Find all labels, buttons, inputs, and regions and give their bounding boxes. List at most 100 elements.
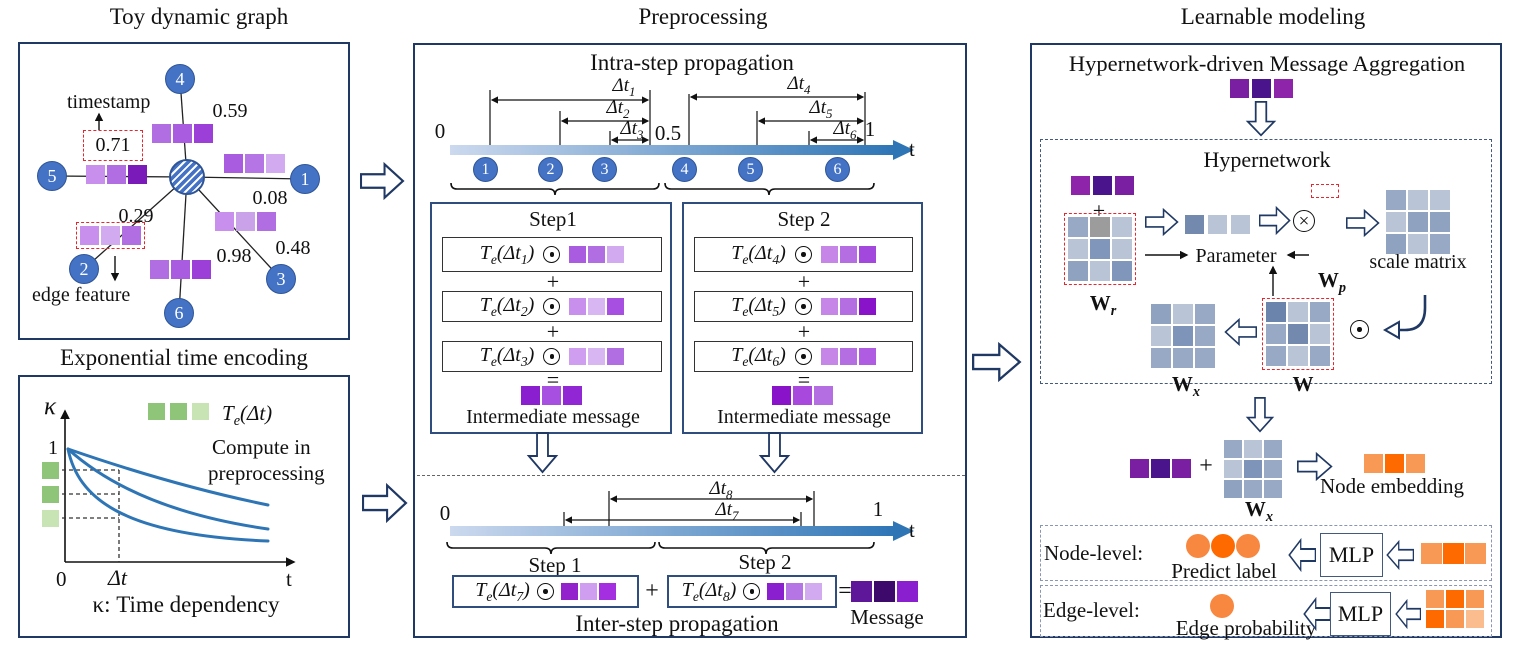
embed-plus: + <box>1199 453 1213 479</box>
edge-label-4: 0.59 <box>212 100 248 122</box>
edge-label-1: 0.08 <box>252 187 288 209</box>
node-embedding-label: Node embedding <box>1319 474 1465 498</box>
hyper-header: Hypernetwork-driven Message Aggregation <box>1068 51 1466 76</box>
color-square <box>80 226 99 245</box>
arrow-wr-right <box>1145 207 1179 237</box>
color-square <box>1385 454 1404 473</box>
matrix-cell <box>1446 590 1464 608</box>
matrix-cell <box>1195 304 1215 324</box>
embed-wx-label: Wx <box>1244 497 1274 526</box>
odot-icon <box>543 348 561 365</box>
encoding-title: Exponential time encoding <box>60 345 308 370</box>
odot-icon <box>543 246 561 263</box>
edge-strip-2 <box>76 222 145 249</box>
inter-equals: = <box>838 578 852 604</box>
step1-row1-squares <box>569 246 625 263</box>
inter-t0: 0 <box>439 501 451 525</box>
matrix-cell <box>1224 460 1242 478</box>
color-square <box>1274 79 1293 98</box>
color-square <box>542 386 561 405</box>
dt5-label: Δt5 <box>809 97 833 121</box>
matrix-cell <box>1151 326 1171 346</box>
message-input-squares <box>1230 79 1293 98</box>
odot-icon <box>543 298 561 315</box>
color-square <box>598 583 616 600</box>
graph-node-6: 6 <box>164 298 194 328</box>
timeline-node-6: 6 <box>825 157 850 182</box>
color-square <box>128 165 147 184</box>
matrix-cell <box>1173 326 1193 346</box>
wp-vector <box>1311 184 1339 198</box>
color-square <box>1421 543 1442 564</box>
step2-caption: Intermediate message <box>717 406 891 428</box>
color-square <box>1172 459 1191 478</box>
matrix-cell <box>1408 190 1428 210</box>
matrix-cell <box>1310 324 1330 344</box>
dt1-label: Δt1 <box>612 75 636 99</box>
arrow-mlp-to-predict <box>1288 537 1316 573</box>
color-square <box>236 212 255 231</box>
matrix-cell <box>1173 348 1193 368</box>
edge-strip-1 <box>224 154 285 173</box>
color-square <box>1071 176 1090 195</box>
matrix-cell <box>1386 212 1406 232</box>
intra-t0: 0 <box>434 119 446 143</box>
graph-node-5: 5 <box>37 161 67 191</box>
color-square <box>858 298 876 315</box>
color-square <box>569 246 587 263</box>
timestamp-label: timestamp <box>67 91 151 113</box>
matrix-cell <box>1195 326 1215 346</box>
color-square <box>607 348 625 365</box>
encoding-plot <box>60 409 296 567</box>
color-square <box>1186 534 1210 558</box>
x-zero-label: 0 <box>56 567 67 591</box>
matrix-cell <box>1386 234 1406 254</box>
te2-term: Te(Δt2) <box>479 293 535 319</box>
matrix-cell <box>1430 212 1450 232</box>
odot-icon <box>794 298 812 315</box>
step2-row1-squares <box>820 246 876 263</box>
wx-matrix <box>1151 304 1215 368</box>
color-square <box>245 154 264 173</box>
embed-input-squares <box>1130 459 1191 478</box>
scale-matrix-label: scale matrix <box>1369 251 1467 273</box>
learnable-panel: Hypernetwork-driven Message Aggregation … <box>1030 43 1502 640</box>
hyper-plus: + <box>1092 198 1106 223</box>
arrow-embed-to-mlp <box>1386 539 1414 571</box>
arrow-pairs-to-mlp <box>1395 598 1421 630</box>
inter-t1: 1 <box>872 497 884 521</box>
timeline-node-3: 3 <box>592 157 617 182</box>
step2-box: Step 2 Te(Δt4) + Te(Δt5) + Te(Δt6) = Int… <box>682 202 923 434</box>
matrix-cell <box>1288 346 1308 366</box>
kappa-value-squares <box>42 462 59 527</box>
inter-term2-squares <box>767 583 823 600</box>
color-square <box>42 510 59 527</box>
dt3-label: Δt3 <box>620 118 644 142</box>
color-square <box>874 581 895 602</box>
graph-node-3: 3 <box>266 264 296 294</box>
wx-label: Wx <box>1171 372 1201 401</box>
color-square <box>1443 543 1464 564</box>
matrix-cell <box>1068 217 1088 237</box>
matrix-cell <box>1068 261 1088 281</box>
preprocessing-title: Preprocessing <box>638 4 768 29</box>
plus-op: + <box>797 269 811 294</box>
step1-row3: Te(Δt3) <box>442 341 662 372</box>
step2-row3: Te(Δt6) <box>694 341 913 372</box>
predict-label-circles <box>1186 534 1260 558</box>
color-square <box>42 462 59 479</box>
color-square <box>858 246 876 263</box>
step1-result-squares <box>521 386 582 405</box>
edge-level-label: Edge-level: <box>1043 598 1140 622</box>
preprocessing-panel: Intra-step propagation <box>413 43 967 638</box>
timelines-layer <box>446 90 914 555</box>
color-square <box>150 260 169 279</box>
equals-op: = <box>797 367 811 392</box>
edge-level-box: Edge-level: Edge probability MLP <box>1040 585 1492 640</box>
color-square <box>1236 534 1260 558</box>
color-square <box>607 246 625 263</box>
edge-probability-caption: Edge probability <box>1175 616 1317 640</box>
color-square <box>170 403 187 420</box>
compute-note-line2: preprocessing <box>208 461 325 485</box>
